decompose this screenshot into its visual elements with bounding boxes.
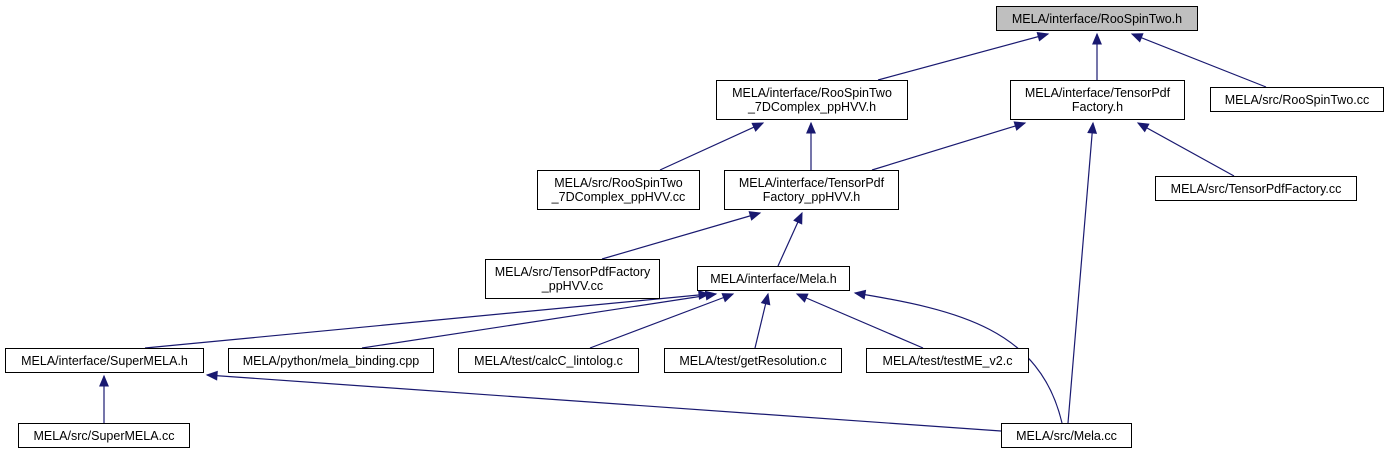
node-label: MELA/test/calcC_lintolog.c bbox=[474, 353, 623, 368]
node-label: MELA/interface/Mela.h bbox=[710, 271, 837, 286]
arrowhead-n15-to-n8 bbox=[853, 289, 867, 300]
edge-n6-to-n2 bbox=[1136, 122, 1235, 177]
node-roospintwo-7dcomplex-pphvv-h[interactable]: MELA/interface/RooSpinTwo _7DComplex_ppH… bbox=[716, 80, 908, 120]
node-label-line-2: _7DComplex_ppHVV.cc bbox=[551, 190, 686, 204]
node-mela-cc[interactable]: MELA/src/Mela.cc bbox=[1001, 423, 1132, 448]
edge-n3-to-n0 bbox=[1130, 33, 1267, 88]
node-testme-v2-c[interactable]: MELA/test/testME_v2.c bbox=[866, 348, 1029, 373]
node-label: MELA/test/getResolution.c bbox=[679, 353, 827, 368]
node-label: MELA/src/Mela.cc bbox=[1016, 428, 1117, 443]
node-label: MELA/interface/RooSpinTwo.h bbox=[1011, 11, 1183, 26]
arrowhead-n5-to-n1 bbox=[806, 121, 816, 134]
node-mela-binding-cpp[interactable]: MELA/python/mela_binding.cpp bbox=[228, 348, 434, 373]
arrowhead-n15-to-n2 bbox=[1087, 121, 1098, 134]
arrowhead-n4-to-n1 bbox=[751, 122, 765, 132]
edge-n5-to-n2 bbox=[871, 121, 1027, 171]
edge-n12-to-n8 bbox=[754, 292, 771, 349]
edge-n10-to-n8 bbox=[361, 290, 718, 349]
edge-n5-to-n1 bbox=[806, 121, 816, 170]
arrowhead-n5-to-n2 bbox=[1013, 121, 1027, 131]
edge-n11-to-n8 bbox=[589, 293, 735, 349]
edge-n9-to-n8 bbox=[144, 290, 711, 349]
node-label-line-2: Factory_ppHVV.h bbox=[762, 190, 861, 204]
node-tensorpdffactory-cc[interactable]: MELA/src/TensorPdfFactory.cc bbox=[1155, 176, 1357, 201]
arrowhead-n8-to-n5 bbox=[793, 211, 803, 225]
node-supermela-h[interactable]: MELA/interface/SuperMELA.h bbox=[5, 348, 204, 373]
edge-n14-to-n9 bbox=[99, 374, 109, 423]
node-label-line-1: MELA/interface/TensorPdf bbox=[1024, 86, 1171, 100]
edge-n13-to-n8 bbox=[795, 293, 924, 349]
node-label-line-1: MELA/interface/TensorPdf bbox=[738, 176, 885, 190]
node-label: MELA/test/testME_v2.c bbox=[882, 353, 1013, 368]
arrowhead-n2-to-n0 bbox=[1092, 32, 1102, 45]
node-rootspintwo-h[interactable]: MELA/interface/RooSpinTwo.h bbox=[996, 6, 1198, 31]
arrowhead-n6-to-n2 bbox=[1136, 122, 1150, 133]
edge-n1-to-n0 bbox=[877, 31, 1050, 81]
node-getresolution-c[interactable]: MELA/test/getResolution.c bbox=[664, 348, 842, 373]
node-label-line-2: _ppHVV.cc bbox=[541, 279, 604, 293]
edge-n15-to-n9 bbox=[205, 370, 1002, 432]
node-tensorpdffactory-h[interactable]: MELA/interface/TensorPdf Factory.h bbox=[1010, 80, 1185, 120]
edge-n15-to-n2 bbox=[1067, 121, 1098, 424]
node-label-line-2: Factory.h bbox=[1071, 100, 1124, 114]
arrowhead-n3-to-n0 bbox=[1130, 33, 1144, 43]
arrowhead-n1-to-n0 bbox=[1036, 31, 1050, 42]
node-calcc-lintolog-c[interactable]: MELA/test/calcC_lintolog.c bbox=[458, 348, 639, 373]
node-supermela-cc[interactable]: MELA/src/SuperMELA.cc bbox=[18, 423, 190, 448]
node-label-line-2: _7DComplex_ppHVV.h bbox=[747, 100, 877, 114]
node-label: MELA/python/mela_binding.cpp bbox=[242, 353, 420, 368]
node-tensorpdffactory-pphvv-h[interactable]: MELA/interface/TensorPdf Factory_ppHVV.h bbox=[724, 170, 899, 210]
arrowhead-n14-to-n9 bbox=[99, 374, 109, 387]
arrowhead-n7-to-n5 bbox=[748, 211, 762, 221]
arrowhead-n12-to-n8 bbox=[760, 292, 771, 306]
node-label: MELA/src/SuperMELA.cc bbox=[33, 428, 175, 443]
node-tensorpdffactory-pphvv-cc[interactable]: MELA/src/TensorPdfFactory _ppHVV.cc bbox=[485, 259, 660, 299]
node-label-line-1: MELA/interface/RooSpinTwo bbox=[732, 86, 892, 100]
node-mela-h[interactable]: MELA/interface/Mela.h bbox=[697, 266, 850, 291]
arrowhead-n9-to-n8 bbox=[698, 290, 711, 300]
edge-n15-to-n8 bbox=[853, 289, 1063, 424]
node-label: MELA/interface/SuperMELA.h bbox=[21, 353, 188, 368]
edge-n4-to-n1 bbox=[659, 122, 765, 171]
node-label: MELA/src/RooSpinTwo.cc bbox=[1224, 92, 1370, 107]
arrowhead-n13-to-n8 bbox=[795, 293, 809, 303]
node-roospintwo-cc[interactable]: MELA/src/RooSpinTwo.cc bbox=[1210, 87, 1384, 112]
node-label-line-1: MELA/src/TensorPdfFactory bbox=[494, 265, 651, 279]
node-label: MELA/src/TensorPdfFactory.cc bbox=[1170, 181, 1342, 196]
node-roospintwo-7dcomplex-pphvv-cc[interactable]: MELA/src/RooSpinTwo _7DComplex_ppHVV.cc bbox=[537, 170, 700, 210]
edge-n7-to-n5 bbox=[601, 211, 762, 260]
node-label-line-1: MELA/src/RooSpinTwo bbox=[554, 176, 683, 190]
edge-n2-to-n0 bbox=[1092, 32, 1102, 80]
arrowhead-n11-to-n8 bbox=[721, 293, 735, 303]
arrowhead-n10-to-n8 bbox=[704, 290, 718, 301]
edge-n8-to-n5 bbox=[777, 211, 803, 267]
arrowhead-n15-to-n9 bbox=[205, 370, 218, 381]
